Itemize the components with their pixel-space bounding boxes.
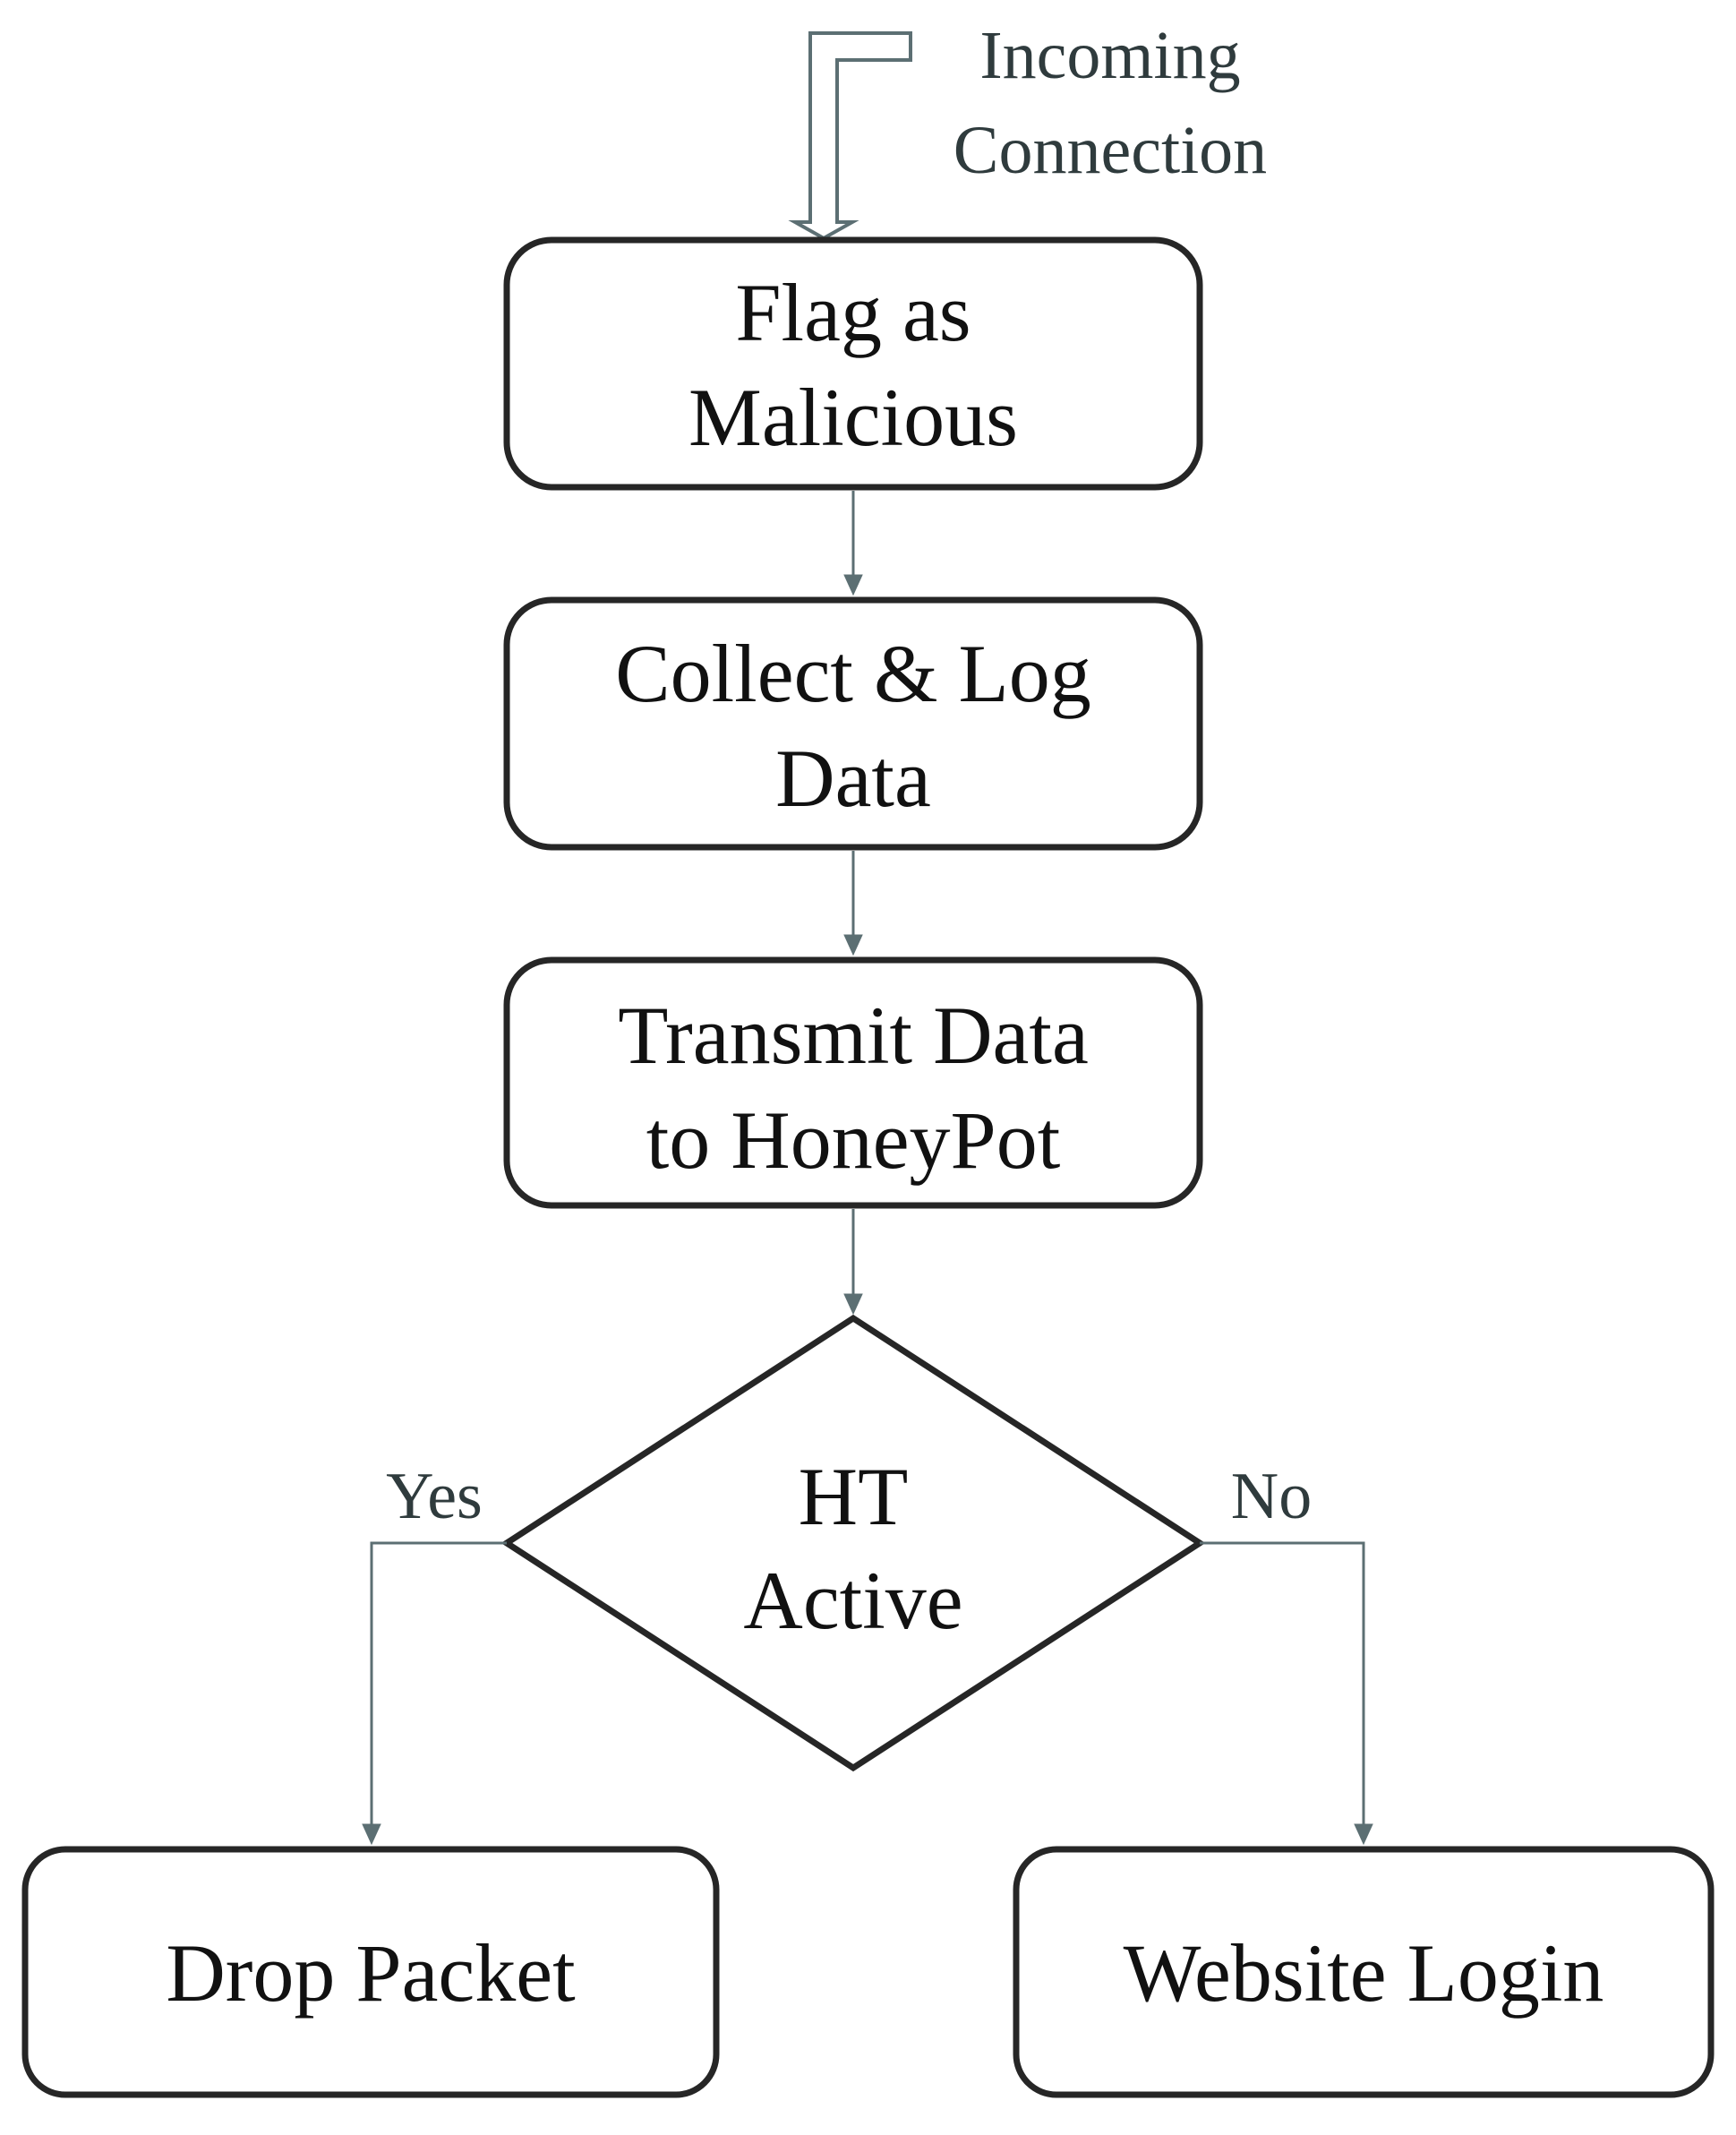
transmit-to-honeypot-node: Transmit Data to HoneyPot (503, 956, 1203, 1209)
website-login-node: Website Login (1013, 1846, 1715, 2098)
flag-as-malicious-node: Flag as Malicious (503, 236, 1203, 491)
arrowhead-no-to-login (1354, 1823, 1373, 1846)
collect-node-line2: Data (775, 733, 931, 824)
decision-line1: HT (799, 1451, 909, 1542)
incoming-label-line1: Incoming (979, 18, 1240, 93)
flag-node-line1: Flag as (735, 267, 971, 358)
transmit-node-line2: to HoneyPot (646, 1094, 1061, 1186)
incoming-label-line2: Connection (954, 113, 1267, 188)
incoming-connection-arrow (788, 31, 912, 241)
edge-label-no: No (1231, 1460, 1312, 1533)
decision-line2: Active (743, 1555, 962, 1646)
arrowhead-yes-to-drop (362, 1823, 381, 1846)
arrowhead-transmit-to-decision (843, 1293, 863, 1316)
ht-active-decision: HT Active (500, 1314, 1206, 1772)
drop-packet-node: Drop Packet (21, 1846, 720, 2098)
edge-yes-to-drop (370, 1541, 507, 1827)
flag-node-line2: Malicious (688, 372, 1018, 463)
login-node-label: Website Login (1124, 1927, 1604, 2019)
arrowhead-flag-to-collect (843, 574, 863, 596)
collect-and-log-node: Collect & Log Data (503, 596, 1203, 851)
transmit-node-line1: Transmit Data (618, 990, 1089, 1081)
collect-node-line1: Collect & Log (615, 628, 1090, 719)
edge-no-to-login (1200, 1541, 1365, 1827)
edge-label-yes: Yes (386, 1460, 483, 1533)
drop-node-label: Drop Packet (166, 1927, 576, 2019)
arrowhead-collect-to-transmit (843, 934, 863, 956)
